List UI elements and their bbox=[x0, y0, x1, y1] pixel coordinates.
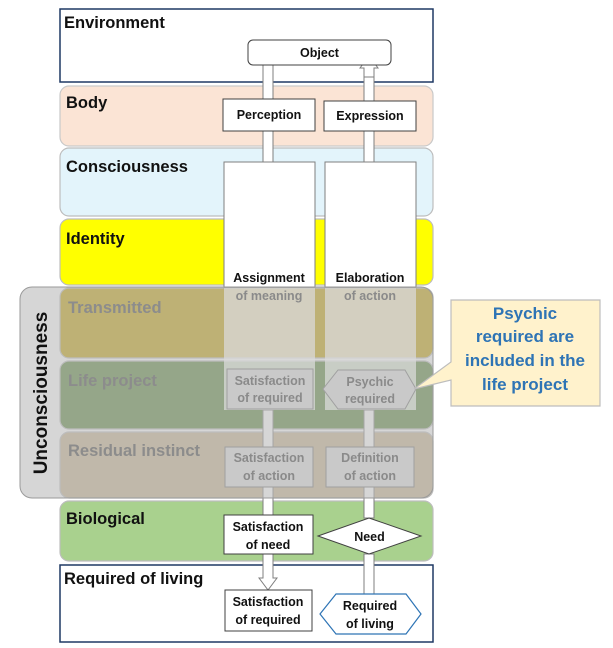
sat-need-line2: of need bbox=[246, 538, 290, 552]
required-living-line1: Required bbox=[343, 599, 397, 613]
layer-label-consciousness: Consciousness bbox=[66, 158, 188, 176]
connector-expression-up bbox=[363, 76, 375, 102]
sat-required-bottom-line1: Satisfaction bbox=[233, 595, 304, 609]
object-box bbox=[247, 39, 392, 66]
perception-label: Perception bbox=[237, 108, 302, 122]
sat-need-line1: Satisfaction bbox=[233, 520, 304, 534]
layer-label-required-of-living: Required of living bbox=[64, 570, 203, 588]
psychic-required-box bbox=[322, 369, 417, 410]
connector-left-top bbox=[262, 64, 274, 100]
perception-box bbox=[222, 98, 316, 132]
required-living-line2: of living bbox=[346, 617, 394, 631]
required-living-hexagon bbox=[319, 593, 422, 635]
layer-label-identity: Identity bbox=[66, 230, 125, 248]
sat-required-bottom-line2: of required bbox=[235, 613, 300, 627]
unconsciousness-label: Unconsciousness bbox=[31, 312, 52, 475]
layer-label-biological: Biological bbox=[66, 510, 145, 528]
need-diamond bbox=[316, 517, 423, 555]
column-right bbox=[324, 161, 417, 289]
sat-action-line1: Satisfaction bbox=[234, 451, 305, 465]
sat-required-line2: of required bbox=[237, 391, 302, 405]
assignment-line2: of meaning bbox=[236, 289, 303, 303]
layer-label-residual-instinct: Residual instinct bbox=[68, 442, 201, 460]
sat-need-box bbox=[223, 514, 314, 555]
elaboration-line1: Elaboration bbox=[336, 271, 405, 285]
sat-required-box bbox=[226, 368, 314, 410]
callout-line2: required are bbox=[476, 327, 574, 346]
connector-right-bottom bbox=[363, 553, 375, 595]
expression-box bbox=[323, 100, 417, 132]
need-label: Need bbox=[354, 530, 385, 544]
layer-label-transmitted: Transmitted bbox=[68, 299, 162, 317]
object-label: Object bbox=[300, 46, 340, 60]
callout-line3: included in the bbox=[465, 351, 585, 370]
layer-label-body: Body bbox=[66, 94, 108, 112]
sat-action-box bbox=[224, 446, 314, 488]
callout-line1: Psychic bbox=[493, 304, 557, 323]
sat-required-line1: Satisfaction bbox=[235, 374, 306, 388]
elaboration-line2: of action bbox=[344, 289, 396, 303]
expression-label: Expression bbox=[336, 109, 403, 123]
def-action-line1: Definition bbox=[341, 451, 399, 465]
connector-perception-down bbox=[262, 130, 274, 163]
sat-action-line2: of action bbox=[243, 469, 295, 483]
assignment-line1: Assignment bbox=[233, 271, 305, 285]
psychic-required-line1: Psychic bbox=[346, 375, 393, 389]
column-left bbox=[223, 161, 316, 289]
layer-label-environment: Environment bbox=[64, 14, 165, 32]
layer-label-life-project: Life project bbox=[68, 372, 157, 390]
callout-line4: life project bbox=[482, 375, 568, 394]
arrow-down-to-required bbox=[258, 553, 278, 591]
def-action-box bbox=[325, 446, 415, 488]
psychic-required-line2: required bbox=[345, 392, 395, 406]
sat-required-bottom-box bbox=[224, 589, 313, 632]
connector-expression-down bbox=[363, 130, 375, 163]
callout-bubble bbox=[413, 299, 601, 407]
def-action-line2: of action bbox=[344, 469, 396, 483]
